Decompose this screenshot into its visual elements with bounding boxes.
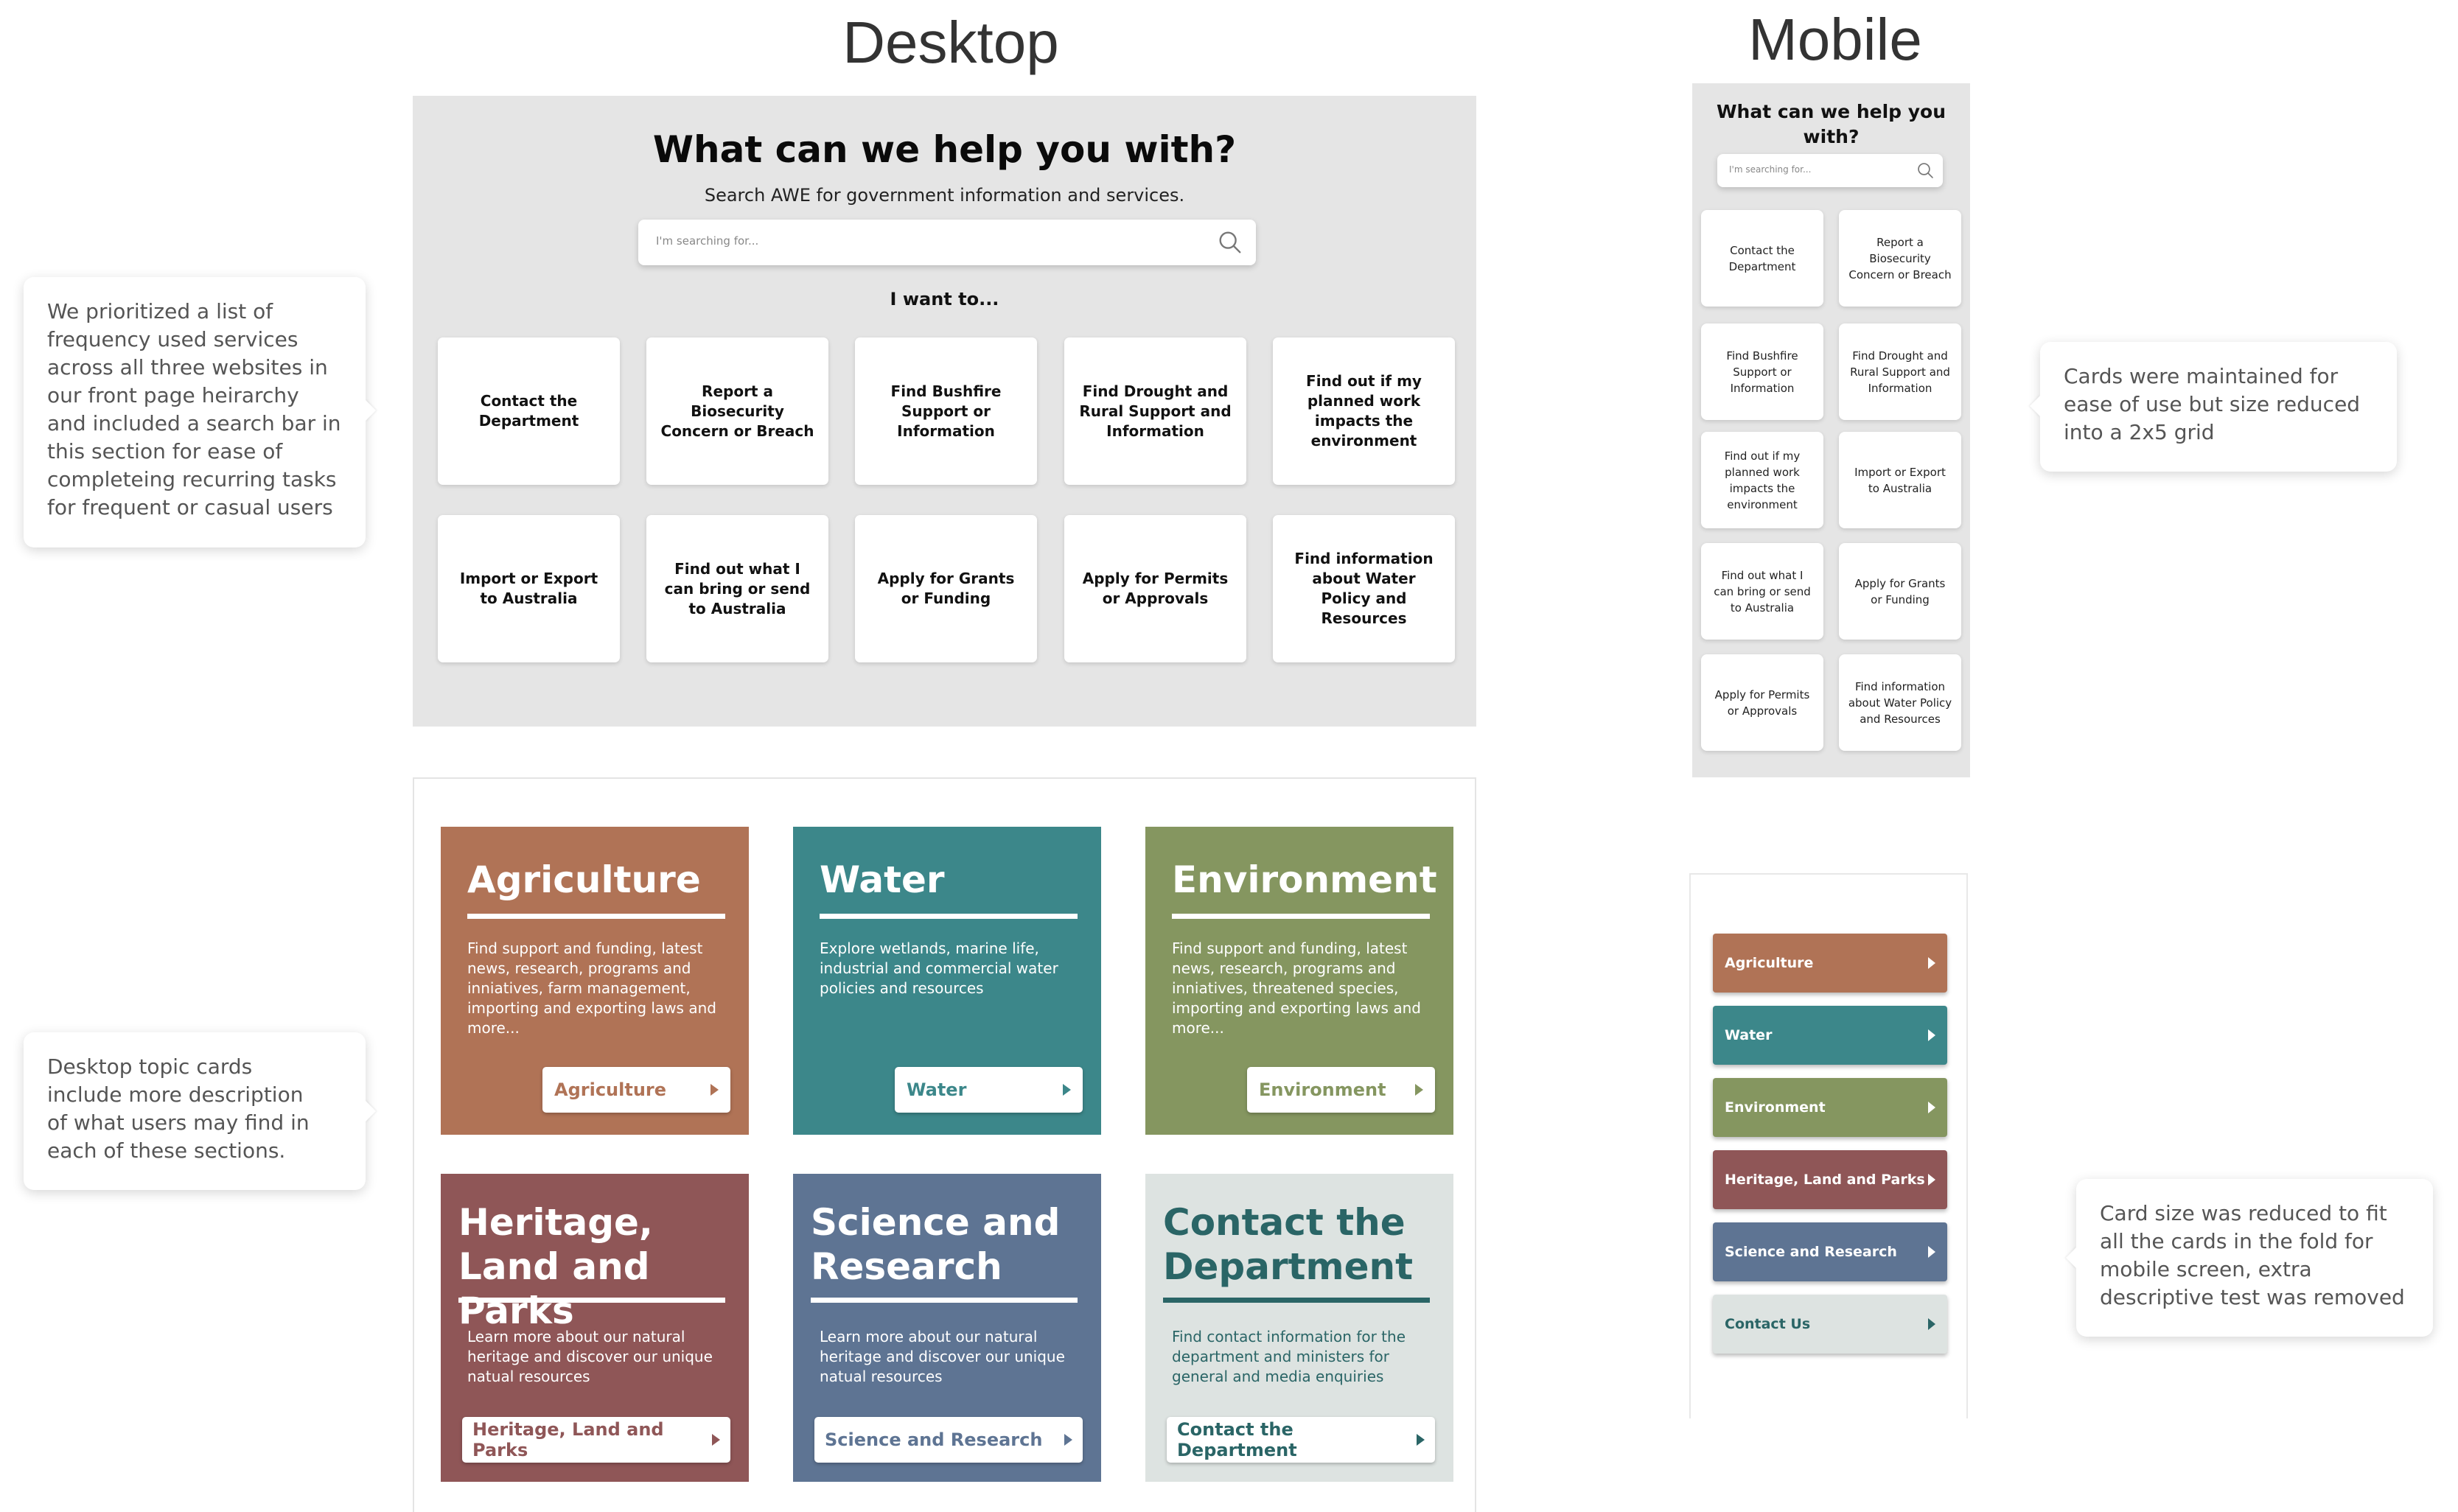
search-icon[interactable] [1216, 228, 1244, 256]
chevron-right-icon [1064, 1434, 1072, 1446]
callout-text: Cards were maintained for ease of use bu… [2064, 364, 2361, 444]
topic-title: Water [820, 858, 945, 901]
topic-description: Find support and funding, latest news, r… [467, 939, 716, 1037]
search-placeholder: I'm searching for... [656, 234, 759, 248]
page-title: What can we help you with? [652, 128, 1237, 171]
chevron-right-icon [1928, 1246, 1935, 1258]
callout-mobile-topics-annotation: Card size was reduced to fit all the car… [2066, 1179, 2433, 1337]
topic-divider [820, 914, 1078, 919]
desktop-search-panel: What can we help you with? Search AWE fo… [413, 96, 1476, 727]
callout-pointer [365, 1100, 376, 1122]
chevron-right-icon [1417, 1434, 1425, 1446]
mobile-task-card[interactable]: Contact the Department [1701, 210, 1823, 307]
callout-topics-annotation: Desktop topic cards include more descrip… [24, 1032, 376, 1190]
task-card-permits[interactable]: Apply for Permits or Approvals [1064, 515, 1246, 662]
callout-text: Desktop topic cards include more descrip… [47, 1054, 310, 1163]
topic-divider [458, 1298, 725, 1303]
mobile-task-card[interactable]: Import or Export to Australia [1839, 432, 1961, 528]
task-card-grants[interactable]: Apply for Grants or Funding [855, 515, 1037, 662]
callout-pointer [365, 399, 376, 421]
topic-button-agriculture[interactable]: Agriculture [542, 1067, 730, 1113]
topic-card-environment: Environment Find support and funding, la… [1145, 827, 1453, 1135]
mobile-topic-water[interactable]: Water [1713, 1006, 1947, 1065]
mobile-topic-list: Agriculture Water Environment Heritage, … [1689, 873, 1968, 1418]
callout-search-annotation: We prioritized a list of frequency used … [24, 277, 376, 547]
topic-divider [467, 914, 725, 919]
task-card-bring-send[interactable]: Find out what I can bring or send to Aus… [646, 515, 828, 662]
mobile-topic-science[interactable]: Science and Research [1713, 1222, 1947, 1281]
callout-pointer [2030, 395, 2041, 417]
search-placeholder: I'm searching for... [1729, 164, 1812, 175]
search-icon[interactable] [1916, 161, 1935, 181]
topic-description: Explore wetlands, marine life, industria… [820, 939, 1058, 997]
task-card-bushfire[interactable]: Find Bushfire Support or Information [855, 337, 1037, 485]
search-input[interactable]: I'm searching for... [638, 220, 1256, 265]
mobile-topic-contact[interactable]: Contact Us [1713, 1295, 1947, 1354]
mobile-task-card[interactable]: Find out what I can bring or send to Aus… [1701, 543, 1823, 640]
chevron-right-icon [1928, 1318, 1935, 1330]
mobile-topic-heritage[interactable]: Heritage, Land and Parks [1713, 1150, 1947, 1209]
task-card-water-policy[interactable]: Find information about Water Policy and … [1273, 515, 1455, 662]
topic-title: Contact the Department [1163, 1201, 1414, 1288]
topic-divider [1172, 914, 1430, 919]
topic-divider [811, 1298, 1078, 1303]
chevron-right-icon [1928, 1174, 1935, 1186]
chevron-right-icon [710, 1084, 719, 1096]
topic-description: Find support and funding, latest news, r… [1172, 939, 1421, 1037]
tasks-heading: I want to... [890, 289, 999, 309]
callout-text: We prioritized a list of frequency used … [47, 299, 341, 519]
mobile-task-card[interactable]: Find information about Water Policy and … [1839, 654, 1961, 751]
topic-button-water[interactable]: Water [895, 1067, 1083, 1113]
topic-description: Find contact information for the departm… [1172, 1328, 1406, 1385]
mobile-page-title: What can we help you with? [1716, 101, 1947, 147]
task-card-import-export[interactable]: Import or Export to Australia [438, 515, 620, 662]
mobile-task-card[interactable]: Report a Biosecurity Concern or Breach [1839, 210, 1961, 307]
callout-pointer [2066, 1247, 2077, 1269]
mobile-task-card[interactable]: Apply for Permits or Approvals [1701, 654, 1823, 751]
topic-title: Agriculture [467, 858, 701, 901]
mobile-task-card[interactable]: Find out if my planned work impacts the … [1701, 432, 1823, 528]
callout-mobile-cards-annotation: Cards were maintained for ease of use bu… [2030, 342, 2397, 472]
topic-title: Science and Research [811, 1201, 1061, 1288]
topic-button-contact[interactable]: Contact the Department [1167, 1417, 1435, 1463]
mobile-search-panel: What can we help you with? I'm searching… [1692, 83, 1970, 777]
topic-card-agriculture: Agriculture Find support and funding, la… [441, 827, 749, 1135]
mobile-task-card[interactable]: Find Bushfire Support or Information [1701, 323, 1823, 420]
mobile-heading: Mobile [1748, 7, 1922, 72]
chevron-right-icon [1928, 957, 1935, 969]
mobile-topic-agriculture[interactable]: Agriculture [1713, 934, 1947, 993]
callout-text: Card size was reduced to fit all the car… [2100, 1201, 2405, 1309]
chevron-right-icon [1063, 1084, 1071, 1096]
topic-title: Heritage, Land and Parks [458, 1201, 653, 1332]
mobile-task-card[interactable]: Find Drought and Rural Support and Infor… [1839, 323, 1961, 420]
task-card-planned-work[interactable]: Find out if my planned work impacts the … [1273, 337, 1455, 485]
topic-section: Agriculture Find support and funding, la… [413, 777, 1476, 1512]
task-card-contact[interactable]: Contact the Department [438, 337, 620, 485]
topic-card-water: Water Explore wetlands, marine life, ind… [793, 827, 1101, 1135]
topic-title: Environment [1172, 858, 1437, 901]
search-subtitle: Search AWE for government information an… [704, 185, 1185, 206]
chevron-right-icon [1928, 1029, 1935, 1041]
topic-button-science[interactable]: Science and Research [814, 1417, 1083, 1463]
topic-description: Learn more about our natural heritage an… [820, 1328, 1065, 1385]
topic-button-environment[interactable]: Environment [1247, 1067, 1435, 1113]
chevron-right-icon [1928, 1102, 1935, 1113]
topic-description: Learn more about our natural heritage an… [467, 1328, 713, 1385]
topic-card-science: Science and Research Learn more about ou… [793, 1174, 1101, 1482]
mobile-search-input[interactable]: I'm searching for... [1717, 154, 1943, 187]
chevron-right-icon [712, 1434, 720, 1446]
topic-card-contact: Contact the Department Find contact info… [1145, 1174, 1453, 1482]
topic-button-heritage[interactable]: Heritage, Land and Parks [462, 1417, 730, 1463]
topic-card-heritage: Heritage, Land and Parks Learn more abou… [441, 1174, 749, 1482]
mobile-task-card[interactable]: Apply for Grants or Funding [1839, 543, 1961, 640]
desktop-heading: Desktop [842, 10, 1059, 75]
mobile-topic-environment[interactable]: Environment [1713, 1078, 1947, 1137]
task-card-biosecurity[interactable]: Report a Biosecurity Concern or Breach [646, 337, 828, 485]
task-card-drought[interactable]: Find Drought and Rural Support and Infor… [1064, 337, 1246, 485]
topic-divider [1163, 1298, 1430, 1303]
chevron-right-icon [1415, 1084, 1423, 1096]
